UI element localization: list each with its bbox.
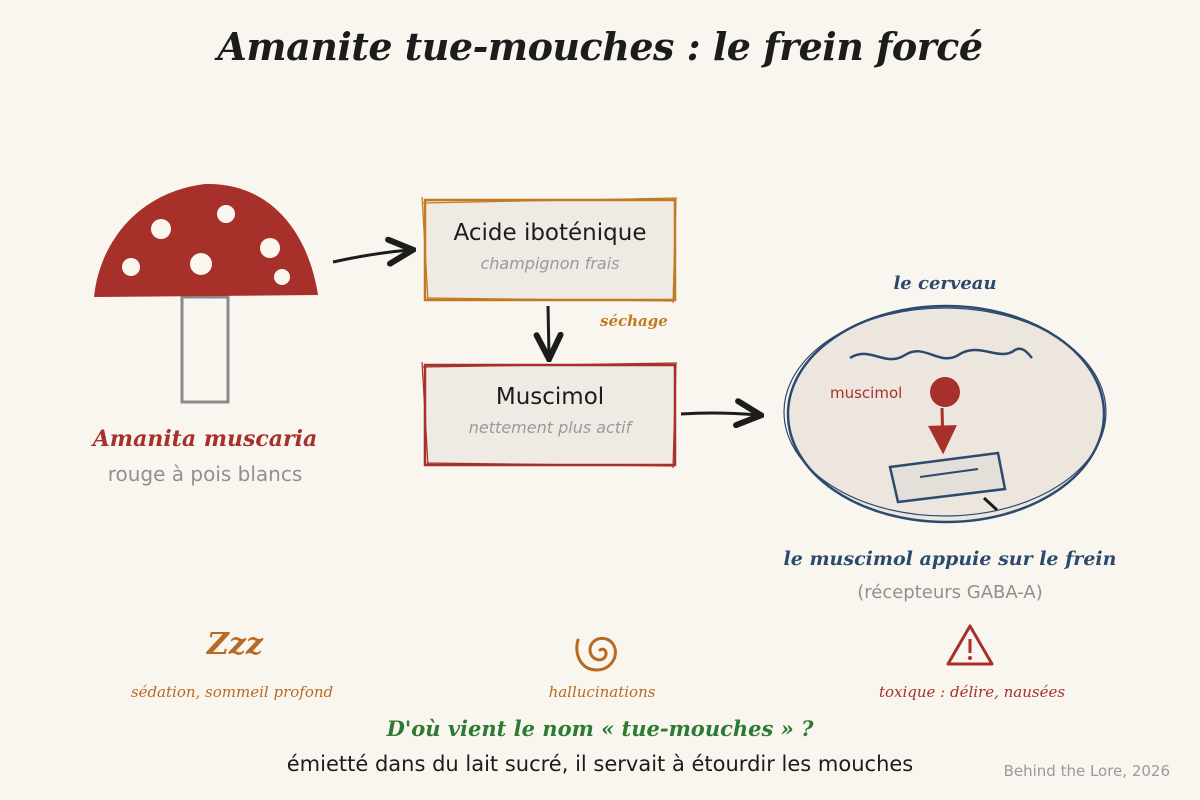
mushroom-description: rouge à pois blancs (107, 462, 303, 486)
gaba-receptor (888, 451, 1007, 512)
ibotenic-box-text: Acide iboténique champignon frais (425, 220, 675, 273)
effect-sedation-label: sédation, sommeil profond (130, 683, 334, 701)
name-origin-question: D'où vient le nom « tue-mouches » ? (386, 716, 814, 741)
ibotenic-subtitle: champignon frais (480, 254, 620, 273)
ibotenic-box (421, 196, 678, 304)
diagram-title: Amanite tue-mouches : le frein forcé (217, 24, 983, 69)
mushroom-illustration (94, 183, 318, 404)
muscimol-title: Muscimol (495, 384, 605, 410)
effect-toxicity-label: toxique : délire, nausées (878, 683, 1066, 701)
spiral-icon (575, 636, 617, 672)
brain-fold-line (849, 347, 1033, 361)
warning-icon (946, 624, 994, 666)
mushroom-name: Amanita muscaria (92, 426, 318, 452)
muscimol-box (421, 361, 678, 469)
muscimol-subtitle: nettement plus actif (468, 418, 632, 437)
effect-hallucinations-label: hallucinations (548, 683, 656, 701)
muscimol-molecule (930, 377, 960, 407)
ibotenic-title: Acide iboténique (453, 220, 647, 246)
muscimol-box-text: Muscimol nettement plus actif (425, 384, 675, 437)
brain-title: le cerveau (893, 273, 997, 294)
brain-molecule-label: muscimol (830, 384, 903, 402)
molecule-arrow (942, 407, 943, 448)
brain-caption: le muscimol appuie sur le frein (783, 548, 1117, 570)
arrow-mushroom-to-ibotenic (332, 250, 410, 262)
zzz-icon: Zzz (207, 627, 263, 662)
credit-text: Behind the Lore, 2026 (1003, 762, 1170, 780)
drying-label: séchage (600, 312, 668, 330)
mushroom-stem (180, 295, 230, 404)
brain-illustration (783, 304, 1107, 524)
mushroom-spots (122, 205, 290, 285)
name-origin-answer: émietté dans du lait sucré, il servait à… (286, 752, 914, 776)
arrow-muscimol-to-brain (680, 413, 758, 415)
brain-caption-detail: (récepteurs GABA-A) (857, 582, 1043, 603)
arrow-ibotenic-to-muscimol (548, 305, 549, 356)
mushroom-cap (94, 183, 318, 297)
